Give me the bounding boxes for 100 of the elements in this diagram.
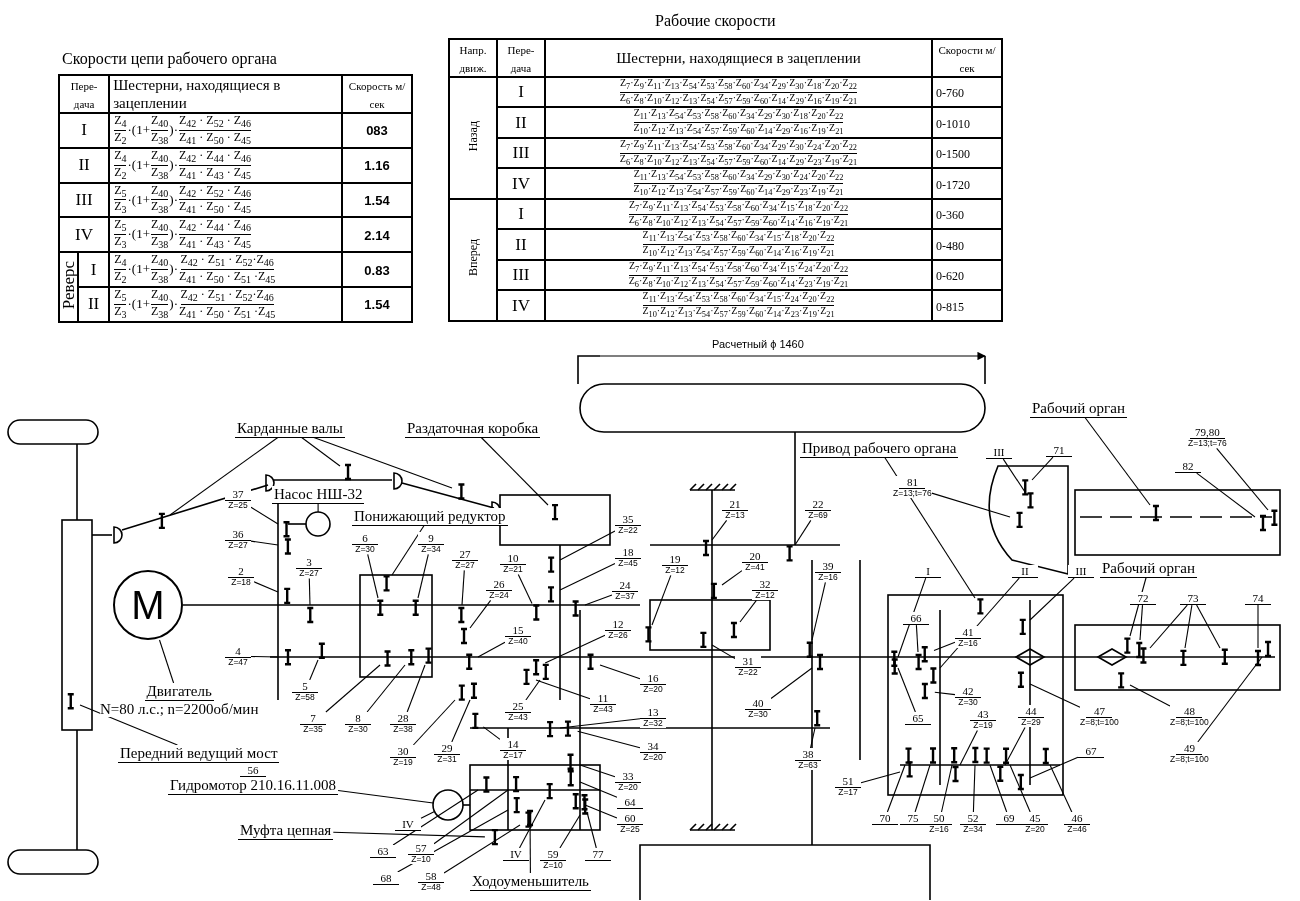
callout-number: 38 bbox=[795, 748, 821, 762]
callout-number: 33 bbox=[615, 770, 641, 784]
tooth-count-label: Z=27 bbox=[455, 561, 475, 571]
tooth-count-label: Z=45 bbox=[618, 559, 638, 569]
leader-line bbox=[1216, 447, 1269, 511]
formula-denominator: Z$_{41}$ · Z$_{50}$ · Z$_{51}$ ·Z$_{45}$ bbox=[179, 270, 276, 286]
leader-line bbox=[158, 639, 175, 684]
formula-text: )· bbox=[169, 122, 178, 138]
tooth-count-label: Z=8;t=100 bbox=[1170, 718, 1209, 728]
tooth-count-label: Z=8;t=100 bbox=[1080, 718, 1119, 728]
assembly-label: Насос НШ-32 bbox=[272, 486, 365, 504]
tooth-count-label: Z=20 bbox=[643, 753, 663, 763]
leader-line bbox=[337, 789, 434, 804]
leader-line bbox=[253, 581, 279, 593]
leader-line bbox=[525, 679, 541, 701]
formula-denominator: Z$_{6}$·Z$_{8}$·Z$_{10}$·Z$_{12}$·Z$_{13}$·Z$_{54}$·Z$_{57}$·Z$_{59}$·Z$_{60}$·Z$_{14}$·Z$_{23}$·Z$_{19}$·Z$_{21}$ bbox=[628, 275, 849, 290]
speed-value: 0-1720 bbox=[936, 177, 970, 192]
leader-line bbox=[79, 704, 178, 746]
formula-denominator: Z$_{38}$ bbox=[151, 165, 169, 182]
tooth-count-label: Z=22 bbox=[618, 526, 638, 536]
tooth-count-label: Z=29 bbox=[1021, 718, 1041, 728]
callout-number: 8 bbox=[345, 712, 371, 726]
callout-number: 9 bbox=[418, 532, 444, 546]
callout-number: 42 bbox=[955, 685, 981, 699]
tooth-count-label: Z=13 bbox=[725, 511, 745, 521]
tooth-count-label: Z=20 bbox=[618, 783, 638, 793]
callout-number: 44 bbox=[1018, 705, 1044, 719]
leader-line bbox=[721, 570, 743, 586]
formula-denominator: Z$_{10}$·Z$_{12}$·Z$_{13}$·Z$_{54}$·Z$_{57}$·Z$_{59}$·Z$_{60}$·Z$_{14}$·Z$_{29}$·Z$_{23}$·Z$_{19}$·Z$_{21}$ bbox=[633, 184, 844, 198]
leader-line bbox=[1196, 472, 1256, 518]
gear-number: III bbox=[75, 189, 93, 209]
callout-number: 59 bbox=[540, 848, 566, 862]
tooth-count-label: Z=30 bbox=[748, 710, 768, 720]
formula-denominator: Z$_{38}$ bbox=[151, 235, 169, 252]
callout-number: 10 bbox=[500, 552, 526, 566]
tooth-count-label: Z=48 bbox=[421, 883, 441, 893]
speed-value: 0-480 bbox=[936, 238, 964, 253]
leader-line bbox=[420, 811, 436, 819]
tooth-count-label: Z=27 bbox=[228, 541, 248, 551]
tooth-count-label: Z=41 bbox=[745, 563, 765, 573]
formula-text: )· bbox=[169, 261, 178, 277]
callout-number: 3 bbox=[296, 556, 322, 570]
gear-number: III bbox=[512, 143, 530, 163]
callout-number: 60 bbox=[617, 812, 643, 826]
callout-number: 14 bbox=[500, 738, 526, 752]
callout-number: 63 bbox=[370, 845, 396, 859]
tooth-count-label: Z=47 bbox=[228, 658, 248, 668]
formula-numerator: Z$_{11}$·Z$_{13}$·Z$_{54}$·Z$_{53}$·Z$_{58}$·Z$_{60}$·Z$_{34}$·Z$_{29}$·Z$_{30}$·Z$_{18}$·Z$_{20}$·Z$_{22}$ bbox=[633, 108, 844, 124]
tooth-count-label: Z=46 bbox=[1067, 825, 1087, 835]
tooth-count-label: Z=10 bbox=[411, 855, 431, 865]
callout-number: 67 bbox=[1078, 745, 1104, 759]
group-label: Вперед bbox=[465, 239, 481, 277]
formula-numerator: Z$_{11}$·Z$_{13}$·Z$_{54}$·Z$_{53}$·Z$_{58}$·Z$_{60}$·Z$_{34}$·Z$_{15}$·Z$_{24}$·Z$_{20}$·Z$_{22}$ bbox=[642, 291, 835, 306]
callout-number: III bbox=[986, 446, 1012, 460]
formula-numerator: Z$_{40}$ bbox=[151, 253, 169, 270]
circle-symbol bbox=[305, 511, 331, 537]
assembly-label: Рабочий орган bbox=[1030, 400, 1127, 418]
callout-number: 43 bbox=[970, 708, 996, 722]
tooth-count-label: Z=40 bbox=[508, 637, 528, 647]
tooth-count-label: Z=13;t=76 bbox=[1188, 439, 1227, 449]
leader-line bbox=[461, 569, 465, 606]
formula-denominator: Z$_{3}$ bbox=[114, 235, 127, 252]
tooth-count-label: Z=16 bbox=[929, 825, 949, 835]
callout-number: 29 bbox=[434, 742, 460, 756]
group-label: Назад bbox=[465, 120, 481, 151]
tooth-count-label: Z=30 bbox=[355, 545, 375, 555]
speed-value: 1.54 bbox=[364, 297, 390, 313]
assembly-label: Муфта цепная bbox=[238, 822, 334, 840]
tooth-count-label: Z=32 bbox=[643, 719, 663, 729]
callout-number: I bbox=[915, 565, 941, 579]
table-header: Напр. движ. bbox=[459, 44, 487, 74]
formula-text: )· bbox=[169, 296, 178, 312]
tooth-count-label: Z=21 bbox=[503, 565, 523, 575]
leader-line bbox=[1139, 604, 1144, 641]
tooth-count-label: Z=30 bbox=[958, 698, 978, 708]
speed-value: 0-360 bbox=[936, 208, 964, 223]
callout-number: 35 bbox=[615, 513, 641, 527]
callout-number: 58 bbox=[418, 870, 444, 884]
gear-number: I bbox=[518, 82, 524, 102]
table-header: Скорость м/сек bbox=[348, 80, 406, 110]
callout-number: 11 bbox=[590, 692, 616, 706]
formula-text: ·(1+ bbox=[127, 122, 150, 138]
leader-line bbox=[317, 502, 319, 513]
callout-number: 20 bbox=[742, 550, 768, 564]
formula-numerator: Z$_{42}$ · Z$_{52}$ · Z$_{46}$ bbox=[179, 114, 251, 131]
gear-number: IV bbox=[75, 224, 94, 244]
callout-number: 77 bbox=[585, 848, 611, 862]
formula-numerator: Z$_{7}$·Z$_{9}$·Z$_{11}$·Z$_{13}$·Z$_{54}$·Z$_{53}$·Z$_{58}$·Z$_{60}$·Z$_{34}$·Z$_{15}$·Z$_{18}$·Z$_{20}$·Z$_{22}$ bbox=[628, 199, 849, 215]
leader-line bbox=[1029, 683, 1081, 708]
tooth-count-label: Z=30 bbox=[348, 725, 368, 735]
callout-number: 36 bbox=[225, 528, 251, 542]
formula-numerator: Z$_{40}$ bbox=[151, 114, 169, 131]
leader-line bbox=[794, 519, 812, 546]
leader-line bbox=[392, 789, 479, 846]
formula-denominator: Z$_{10}$·Z$_{12}$·Z$_{13}$·Z$_{54}$·Z$_{57}$·Z$_{59}$·Z$_{60}$·Z$_{14}$·Z$_{16}$·Z$_{19}$·Z$_{21}$ bbox=[642, 245, 835, 259]
leader-line bbox=[559, 530, 616, 561]
callout-number: 12 bbox=[605, 618, 631, 632]
group-label: Реверс bbox=[60, 260, 77, 310]
formula-numerator: Z$_{42}$ · Z$_{52}$ · Z$_{46}$ bbox=[179, 183, 251, 201]
leader-line bbox=[1049, 764, 1073, 813]
